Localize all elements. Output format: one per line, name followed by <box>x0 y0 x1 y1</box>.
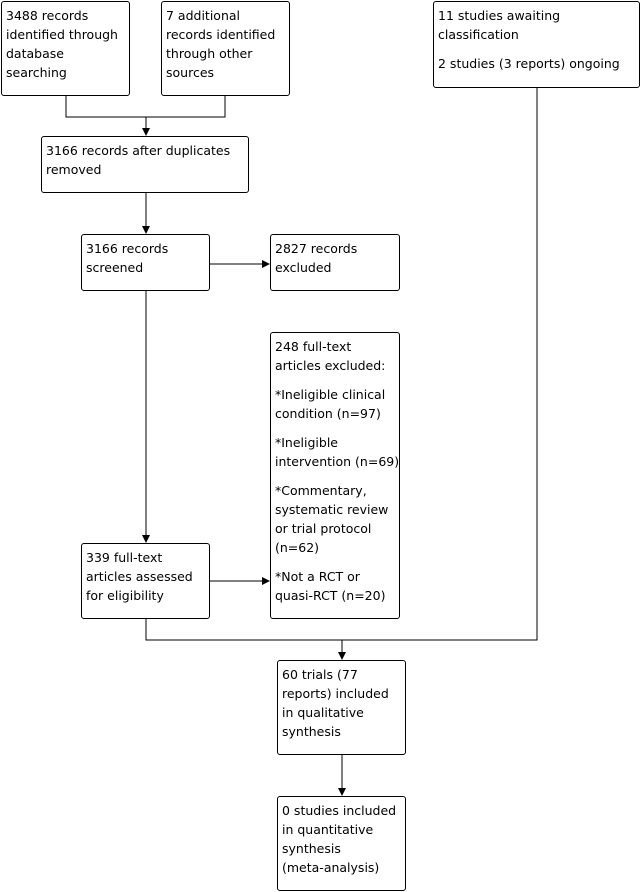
text-line: 7 additional <box>166 8 241 23</box>
text-line: sources <box>166 65 215 80</box>
fulltext-excluded-heading: 248 full-text articles excluded: <box>275 337 393 375</box>
exclusion-reason: *Ineligible intervention (n=69) <box>275 433 400 471</box>
text-line: *Commentary, <box>275 483 367 498</box>
box-fulltext-excluded: 248 full-text articles excluded: *Inelig… <box>270 332 400 619</box>
text-line: 0 studies included <box>282 803 397 818</box>
text-line: through other <box>166 46 253 61</box>
exclusion-reason: *Ineligible clinical condition (n=97) <box>275 385 393 423</box>
box-quantitative-synthesis: 0 studies included in quantitative synth… <box>277 796 406 891</box>
text-line: or trial protocol <box>275 521 372 536</box>
box-screened: 3166 records screened <box>81 234 210 291</box>
text-line: screened <box>86 260 144 275</box>
box-database-search: 3488 records identified through database… <box>1 1 130 96</box>
text-line: 2 studies (3 reports) ongoing <box>438 56 620 71</box>
awaiting-paragraph: 11 studies awaiting classification <box>438 6 633 44</box>
connector-db-merge <box>65 96 146 118</box>
text-line: (meta-analysis) <box>282 860 380 875</box>
text-line: *Ineligible <box>275 435 339 450</box>
text-line: 3166 records after duplicates <box>46 143 231 158</box>
text-line: database <box>6 46 64 61</box>
text-line: intervention (n=69) <box>275 454 400 469</box>
text-line: articles assessed <box>86 569 193 584</box>
text-line: condition (n=97) <box>275 406 381 421</box>
text-line: identified through <box>6 27 118 42</box>
text-line: articles excluded: <box>275 358 386 373</box>
text-line: searching <box>6 65 67 80</box>
box-awaiting-classification: 11 studies awaiting classification 2 stu… <box>433 1 640 88</box>
text-line: reports) included <box>282 686 389 701</box>
text-line: 3166 records <box>86 241 169 256</box>
box-qualitative-synthesis: 60 trials (77 reports) included in quali… <box>277 660 406 755</box>
text-line: 60 trials (77 <box>282 667 358 682</box>
text-line: in qualitative <box>282 705 364 720</box>
text-line: removed <box>46 162 102 177</box>
text-line: in quantitative <box>282 822 374 837</box>
box-fulltext-assessed: 339 full-text articles assessed for elig… <box>81 543 210 619</box>
text-line: systematic review <box>275 502 389 517</box>
exclusion-reason: *Not a RCT or quasi-RCT (n=20) <box>275 567 393 605</box>
text-line: 2827 records <box>275 241 358 256</box>
box-after-duplicates: 3166 records after duplicates removed <box>41 136 249 193</box>
text-line: *Not a RCT or <box>275 569 360 584</box>
box-other-sources: 7 additional records identified through … <box>161 1 290 96</box>
text-line: records identified <box>166 27 276 42</box>
exclusion-reason: *Commentary, systematic review or trial … <box>275 481 393 557</box>
box-records-excluded: 2827 records excluded <box>270 234 400 291</box>
connector-other-merge <box>146 96 226 118</box>
text-line: 339 full-text <box>86 550 163 565</box>
text-line: classification <box>438 27 519 42</box>
text-line: *Ineligible clinical <box>275 387 386 402</box>
text-line: 11 studies awaiting <box>438 8 561 23</box>
text-line: (n=62) <box>275 540 320 555</box>
text-line: quasi-RCT (n=20) <box>275 588 386 603</box>
text-line: for eligibility <box>86 588 164 603</box>
ongoing-paragraph: 2 studies (3 reports) ongoing <box>438 54 633 73</box>
text-line: synthesis <box>282 724 341 739</box>
text-line: synthesis <box>282 841 341 856</box>
text-line: 3488 records <box>6 8 89 23</box>
text-line: 248 full-text <box>275 339 352 354</box>
text-line: excluded <box>275 260 332 275</box>
